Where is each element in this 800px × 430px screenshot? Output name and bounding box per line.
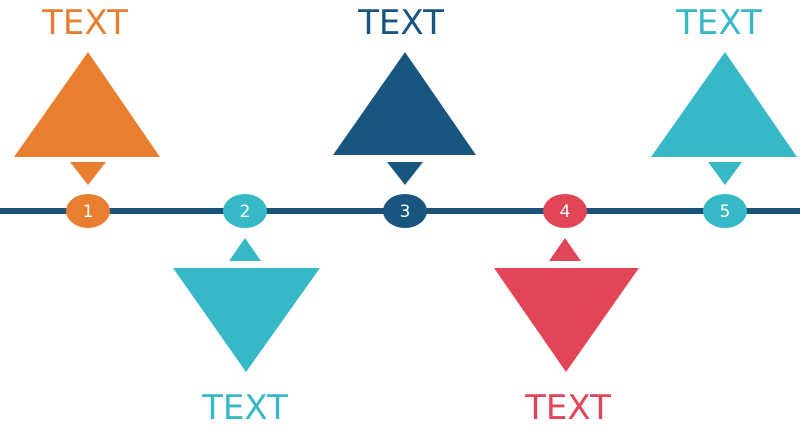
- step-4-number: 4: [560, 202, 571, 222]
- step-2-pointer-triangle: [229, 238, 261, 261]
- step-4-label: TEXT: [524, 388, 611, 428]
- step-5-label: TEXT: [675, 3, 762, 43]
- step-5-large-triangle: [651, 52, 797, 157]
- step-5-number: 5: [720, 202, 731, 222]
- step-3-label: TEXT: [357, 3, 444, 43]
- step-1-number: 1: [83, 202, 94, 222]
- step-4-large-triangle: [494, 268, 639, 372]
- step-5-node: [703, 194, 747, 228]
- timeline-step-1: TEXT 1: [14, 3, 160, 228]
- timeline-step-4: 4 TEXT: [494, 194, 639, 428]
- timeline-step-3: TEXT 3: [333, 3, 476, 228]
- step-1-node: [66, 194, 110, 228]
- step-5-pointer-triangle: [708, 162, 742, 185]
- step-3-pointer-triangle: [387, 162, 423, 185]
- step-1-label: TEXT: [41, 3, 128, 43]
- step-4-pointer-triangle: [549, 238, 581, 261]
- timeline-step-2: 2 TEXT: [173, 194, 320, 428]
- step-1-large-triangle: [14, 52, 160, 157]
- step-3-large-triangle: [333, 52, 476, 155]
- step-3-number: 3: [400, 202, 411, 222]
- step-4-node: [543, 194, 587, 228]
- timeline-step-5: TEXT 5: [651, 3, 797, 228]
- step-3-node: [383, 194, 427, 228]
- step-2-large-triangle: [173, 268, 320, 372]
- step-1-pointer-triangle: [70, 162, 106, 185]
- step-2-node: [223, 194, 267, 228]
- step-2-label: TEXT: [201, 388, 288, 428]
- step-2-number: 2: [240, 202, 251, 222]
